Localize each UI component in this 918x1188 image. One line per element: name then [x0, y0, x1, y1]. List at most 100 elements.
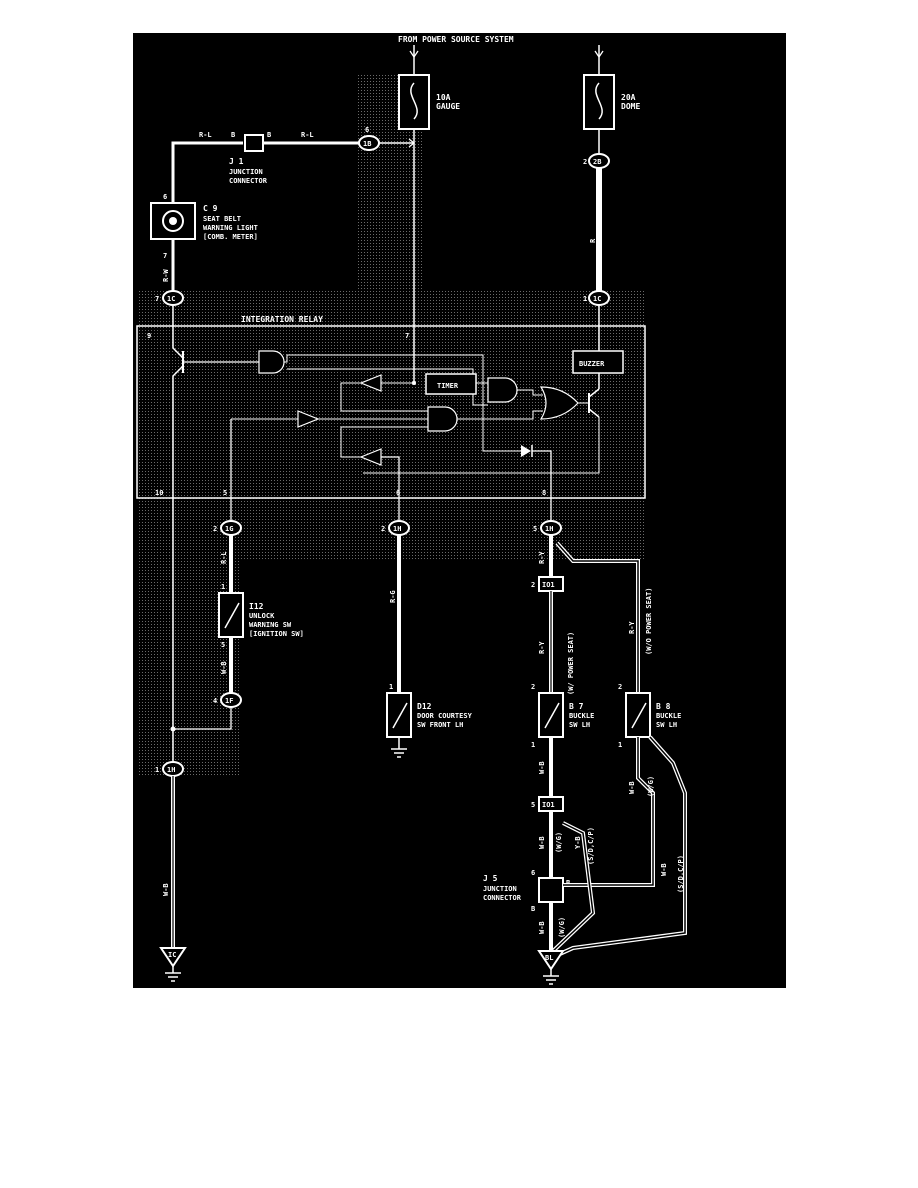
i12-unlock-warning-switch: R-L 1 5 I12 UNLOCK WARNING SW [IGNITION … — [170, 535, 304, 732]
wire-wg-2: (W/G) — [647, 776, 655, 797]
dome-feed: 2B 2 R 1C 1 — [583, 129, 610, 353]
svg-text:IO1: IO1 — [542, 581, 555, 589]
connector-1b: 1B 6 — [358, 126, 415, 151]
svg-text:2B: 2B — [593, 158, 601, 166]
pin-8: 8 — [542, 489, 546, 497]
connector-1g: 1G 2 — [213, 520, 242, 536]
wire-wb-left: W-B — [162, 883, 170, 896]
svg-text:1H: 1H — [393, 525, 401, 533]
wire-rw: R-W — [162, 269, 170, 282]
pin-b-j5b: B — [531, 905, 535, 913]
pin-1-b8: 1 — [618, 741, 622, 749]
j1-name1: JUNCTION — [229, 168, 263, 176]
relay-title: INTEGRATION RELAY — [241, 315, 323, 324]
wire-wb-5: W-B — [660, 863, 668, 876]
wire-b-2: B — [267, 131, 271, 139]
wire-wb-2: W-B — [538, 761, 546, 774]
pin-2-g: 2 — [213, 525, 217, 533]
fuse-10a-rating: 10A — [436, 93, 451, 102]
pin-6-j5: 6 — [531, 869, 535, 877]
fuse-10a-name: GAUGE — [436, 102, 460, 111]
pin-5-i12: 5 — [221, 641, 225, 649]
pin-4-f: 4 — [213, 697, 217, 705]
b8-name1: BUCKLE — [656, 712, 681, 720]
fuse-20a-name: DOME — [621, 102, 640, 111]
wire-ry-3: R-Y — [628, 621, 636, 634]
wire-rl-3: R-L — [220, 551, 228, 564]
ground-ic: IC — [159, 947, 187, 982]
pin-5-h: 5 — [533, 525, 537, 533]
fuse-10a: 10A GAUGE — [398, 45, 460, 130]
i12-name2: WARNING SW — [249, 621, 292, 629]
variant-with-power-seat: (W/ POWER SEAT) — [567, 632, 575, 695]
wire-sdcp-2: (S/D,C/P) — [677, 855, 685, 893]
buzzer-label: BUZZER — [579, 360, 605, 368]
wire-wg-3: (W/G) — [558, 917, 566, 938]
wire-b-1: B — [231, 131, 235, 139]
svg-text:1C: 1C — [167, 295, 175, 303]
b8-ref: B 8 — [656, 702, 671, 711]
svg-text:IO1: IO1 — [542, 801, 555, 809]
svg-text:BL: BL — [545, 954, 553, 962]
pin-2-top: 2 — [583, 158, 587, 166]
wire-wb-6: W-B — [538, 921, 546, 934]
b7-name1: BUCKLE — [569, 712, 594, 720]
pin-1-d12: 1 — [389, 683, 393, 691]
connector-1c-top: 1C 7 — [155, 290, 184, 306]
d12-name2: SW FRONT LH — [417, 721, 463, 729]
svg-text:1G: 1G — [225, 525, 233, 533]
j5-name2: CONNECTOR — [483, 894, 522, 902]
d12-ref: D12 — [417, 702, 432, 711]
pin-7-c9: 7 — [163, 252, 167, 260]
c9-name2: WARNING LIGHT — [203, 224, 258, 232]
pin-5-io1: 5 — [531, 801, 535, 809]
fuse-20a-rating: 20A — [621, 93, 636, 102]
j5-name1: JUNCTION — [483, 885, 517, 893]
wire-sdcp-1: (S/D,C/P) — [587, 827, 595, 865]
variant-without-power-seat: (W/O POWER SEAT) — [645, 588, 653, 655]
svg-text:1C: 1C — [593, 295, 601, 303]
b7-name2: SW LH — [569, 721, 590, 729]
wiring-diagram: FROM POWER SOURCE SYSTEM 10A GAUGE 20A D… — [133, 33, 786, 988]
j5-ref: J 5 — [483, 874, 498, 883]
wire-rl-2: R-L — [301, 131, 314, 139]
pin-2-h: 2 — [381, 525, 385, 533]
i12-ref: I12 — [249, 602, 264, 611]
pin-6-top: 6 — [365, 126, 369, 134]
j1-ref: J 1 — [229, 157, 244, 166]
c9-ref: C 9 — [203, 204, 218, 213]
pin-6: 6 — [396, 489, 400, 497]
wire-wb-3: W-B — [538, 836, 546, 849]
pin-9: 9 — [147, 332, 151, 340]
pin-1-b7: 1 — [531, 741, 535, 749]
j1-name2: CONNECTOR — [229, 177, 268, 185]
integration-relay: INTEGRATION RELAY 9 7 10 5 6 8 TIMER — [136, 305, 646, 773]
buckle-switch-circuit: R-Y IO1 2 R-Y (W/ POWER SEAT) (W/O POWER… — [483, 535, 687, 960]
pin-10: 10 — [155, 489, 163, 497]
pin-2-io1: 2 — [531, 581, 535, 589]
seat-belt-light-circuit: R-L B B R-L J 1 JUNCTION CONNECTOR 6 7 C… — [150, 131, 369, 298]
j1-connector — [244, 134, 264, 152]
pin-1-i12: 1 — [221, 583, 225, 591]
svg-text:1H: 1H — [545, 525, 553, 533]
timer-label: TIMER — [437, 382, 459, 390]
wire-wb-1: W-B — [220, 661, 228, 674]
wire-wb-4: W-B — [628, 781, 636, 794]
wire-rg: R-G — [389, 590, 397, 603]
pin-2-b8: 2 — [618, 683, 622, 691]
pin-2-b7: 2 — [531, 683, 535, 691]
wire-yb: Y-B — [574, 836, 582, 849]
pin-7-relay: 7 — [405, 332, 409, 340]
header-text: FROM POWER SOURCE SYSTEM — [398, 35, 514, 44]
b7-ref: B 7 — [569, 702, 584, 711]
wire-wg-1: (W/G) — [555, 832, 563, 853]
svg-text:1H: 1H — [167, 766, 175, 774]
b8-name2: SW LH — [656, 721, 677, 729]
pin-7-c: 7 — [155, 295, 159, 303]
left-ground-circuit: 1H 1 W-B — [155, 761, 184, 948]
d12-name1: DOOR COURTESY — [417, 712, 473, 720]
svg-text:1B: 1B — [363, 140, 371, 148]
shaded-region — [137, 73, 645, 776]
svg-text:1F: 1F — [225, 697, 233, 705]
pin-1-c: 1 — [583, 295, 587, 303]
